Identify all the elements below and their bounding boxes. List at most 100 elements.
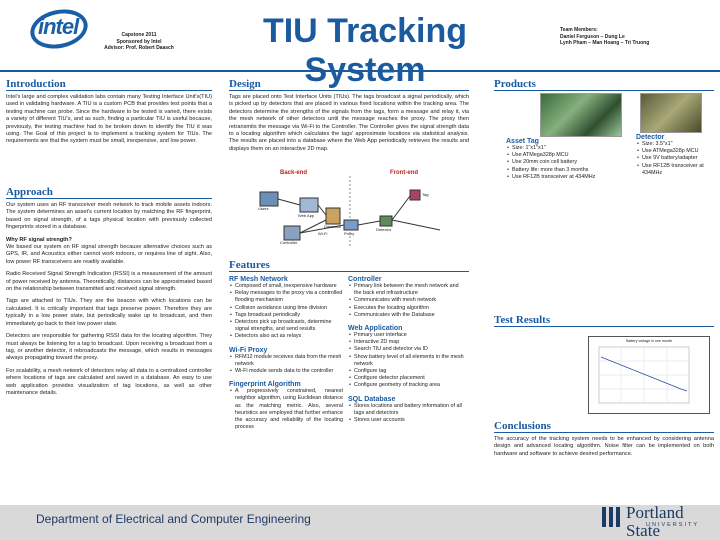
detector-label: Detector <box>376 227 392 232</box>
tag-node <box>409 189 421 201</box>
team-line: Lynh Pham – Man Hoang – Tri Truong <box>560 40 650 46</box>
poster-title: TIU Tracking System <box>262 12 468 89</box>
header-rule <box>0 70 720 72</box>
design-section: Design Tags are placed onto Test Interfa… <box>229 78 469 153</box>
list-item: Size: 3.5"x1" <box>637 141 718 148</box>
list-item: Wi-Fi module sends data to the controlle… <box>230 368 343 375</box>
webapp-node <box>299 197 319 213</box>
list-item: Use ATMega328p MCU <box>507 152 626 159</box>
list-item: Executes the locating algorithm <box>349 305 466 312</box>
introduction-title: Introduction <box>6 78 66 90</box>
list-item: Configure geometry of tracking area <box>349 382 466 389</box>
section-rule <box>494 90 714 91</box>
battery-series-line <box>600 356 688 392</box>
web-app-list: Primary user interface Interactive 2D ma… <box>348 332 466 390</box>
frontend-label: Front-end <box>390 170 418 176</box>
backend-label: Back-end <box>280 170 308 176</box>
approach-p2: We based our system on RF signal strengt… <box>6 244 212 265</box>
users-label: Users <box>258 206 269 211</box>
approach-p4: Tags are attached to TIUs. They are the … <box>6 298 212 327</box>
list-item: Collision avoidance using time division <box>230 305 343 312</box>
approach-p3: Radio Received Signal Strength Indicatio… <box>6 271 212 293</box>
list-item: Battery life: more than 3 months <box>507 167 626 174</box>
approach-p6: For scalability, a mesh network of detec… <box>6 367 212 396</box>
poster-header <box>0 0 720 72</box>
list-item: Use RF12B transceiver at 434MHz <box>637 163 718 177</box>
design-text: Tags are placed onto Test Interface Unit… <box>229 94 469 152</box>
web-app-title: Web Application <box>348 325 403 333</box>
sponsor-block: Capstone 2011 Sponsored by Intel Advisor… <box>85 32 193 52</box>
list-item: Primary user interface <box>349 332 466 339</box>
chart-title: Battery voltage in one month <box>626 339 672 343</box>
test-results-section: Test Results <box>494 314 714 327</box>
list-item: Configure detector placement <box>349 375 466 382</box>
introduction-text: Intel's large and complex validation lab… <box>6 94 212 145</box>
controller-title: Controller <box>348 276 382 283</box>
list-item: Configure tag <box>349 368 466 375</box>
features-section: Features <box>229 259 469 272</box>
section-rule <box>229 271 469 272</box>
university-name: Portland State <box>626 503 684 540</box>
rf-mesh-list: Composed of small, inexpensive hardware … <box>229 283 343 341</box>
rf-mesh-title: RF Mesh Network <box>229 276 288 283</box>
list-item: Primary link between the mesh network an… <box>349 283 466 297</box>
list-item: A progressively constrained, nearest nei… <box>230 388 343 431</box>
approach-p1: Our system uses an RF transceiver mesh n… <box>6 202 212 231</box>
detector-title: Detector <box>636 134 665 141</box>
features-left-column: RF Mesh Network Composed of small, inexp… <box>229 276 343 431</box>
controller-node <box>283 225 301 241</box>
features-right-column: Controller Primary link between the mesh… <box>348 276 466 424</box>
approach-p5: Detectors are responsible for gathering … <box>6 333 212 362</box>
sql-db-title: SQL Database <box>348 395 396 403</box>
intel-logo-text: intel <box>38 14 79 39</box>
webapp-label: Web App <box>298 213 315 218</box>
tag-label: Tag <box>422 192 429 197</box>
products-section: Products <box>494 78 714 91</box>
team-line: Team Members: <box>560 27 598 33</box>
database-label: Database <box>324 224 342 229</box>
approach-title: Approach <box>6 186 53 198</box>
controller-list: Primary link between the mesh network an… <box>348 283 466 319</box>
approach-why-heading: Why RF signal strength? <box>6 236 72 243</box>
approach-section: Approach Our system uses an RF transceiv… <box>6 186 212 397</box>
detector-photo <box>640 93 702 133</box>
proxy-node <box>343 219 359 231</box>
list-item: Interactive 2D map <box>349 339 466 346</box>
detector-list: Size: 3.5"x1" Use ATMega328p MCU Use 9V … <box>636 141 718 177</box>
architecture-diagram: Back-end Front-end Users Web App Databas… <box>240 170 460 250</box>
controller-label: Controller <box>280 240 298 245</box>
asset-tag-list: Size: 1"x1"x1" Use ATMega328p MCU Use 20… <box>506 145 626 181</box>
team-line: Daniel Ferguson – Dung Le <box>560 33 625 40</box>
university-word: UNIVERSITY <box>646 522 700 528</box>
wifi-proxy-list: RFM12 module receives data from the mesh… <box>229 354 343 376</box>
conclusions-text: The accuracy of the tracking system need… <box>494 436 714 457</box>
list-item: Use ATMega328p MCU <box>637 148 718 155</box>
list-item: Relay messages to the proxy via a contro… <box>230 290 343 304</box>
wifi-proxy-title: Wi-Fi Proxy <box>229 346 268 354</box>
section-rule <box>6 198 212 199</box>
section-rule <box>6 90 212 91</box>
list-item: Tags broadcast periodically <box>230 312 343 319</box>
section-rule <box>229 90 469 91</box>
team-block: Team Members: Daniel Ferguson – Dung Le … <box>560 27 710 47</box>
design-title: Design <box>229 78 261 90</box>
section-rule <box>494 432 714 433</box>
department-name: Department of Electrical and Computer En… <box>36 512 311 526</box>
list-item: Stores user accounts <box>349 417 466 424</box>
list-item: Detectors also act as relays <box>230 333 343 340</box>
database-node <box>325 207 341 225</box>
products-title: Products <box>494 78 536 90</box>
list-item: Communicates with the Database <box>349 312 466 319</box>
sponsor-line: Advisor: Prof. Robert Daasch <box>104 45 174 51</box>
poster-footer <box>0 505 720 540</box>
list-item: RFM12 module receives data from the mesh… <box>230 354 343 368</box>
sql-db-list: Stores locations and battery information… <box>348 403 466 425</box>
architecture-svg <box>259 176 441 248</box>
list-item: Use 20mm coin cell battery <box>507 159 626 166</box>
conclusions-title: Conclusions <box>494 420 551 432</box>
wifi-label: Wi-Fi <box>318 231 328 236</box>
psu-logo-icon <box>600 504 622 530</box>
list-item: Search TIU and detector via ID <box>349 346 466 353</box>
detector-block: Detector Size: 3.5"x1" Use ATMega328p MC… <box>636 134 718 177</box>
users-node <box>259 191 279 207</box>
